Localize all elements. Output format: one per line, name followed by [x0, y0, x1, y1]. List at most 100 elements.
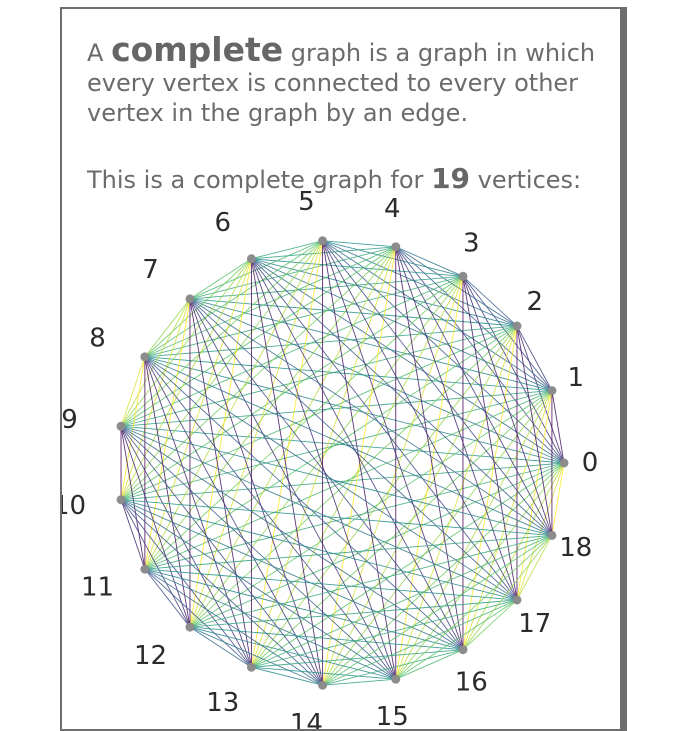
edge-8-18: [144, 356, 553, 536]
edge-4-12: [189, 246, 397, 628]
edge-17-18: [516, 535, 553, 601]
edge-3-15: [395, 276, 464, 680]
vertex-16: [458, 645, 468, 655]
vertex-label-8: 8: [89, 323, 106, 353]
edge-0-11: [144, 462, 565, 570]
edge-11-14: [144, 568, 323, 686]
edge-5-17: [322, 240, 518, 601]
edge-1-13: [251, 390, 553, 668]
vertex-label-15: 15: [376, 702, 409, 731]
edge-5-18: [322, 240, 553, 536]
edge-7-11: [144, 298, 191, 570]
edge-3-5: [322, 240, 464, 277]
edge-5-9: [120, 240, 323, 427]
edge-4-5: [322, 240, 396, 248]
edge-2-5: [322, 240, 518, 327]
edge-3-6: [251, 258, 464, 277]
vertex-label-2: 2: [526, 287, 543, 317]
edge-6-18: [251, 258, 553, 536]
edge-3-8: [144, 275, 464, 358]
edge-4-18: [395, 246, 553, 536]
edge-6-11: [144, 258, 252, 570]
edge-7-10: [120, 298, 191, 500]
edge-10-14: [120, 499, 323, 686]
vertex-count: 19: [431, 162, 471, 195]
edge-10-13: [120, 499, 252, 668]
edge-7-8: [144, 298, 191, 358]
vertex-14: [318, 680, 328, 690]
edge-6-10: [120, 258, 252, 500]
edge-9-15: [120, 425, 397, 680]
edge-10-15: [120, 499, 396, 680]
edge-1-4: [395, 246, 553, 391]
edge-1-12: [189, 390, 553, 628]
edge-3-17: [462, 276, 518, 601]
edge-1-8: [144, 356, 552, 392]
edge-15-18: [395, 535, 553, 680]
edge-6-16: [251, 258, 464, 650]
edge-5-7: [189, 240, 323, 300]
edge-4-10: [120, 246, 397, 501]
edge-6-8: [144, 258, 252, 358]
edge-13-17: [251, 599, 518, 668]
edge-1-5: [322, 240, 553, 391]
edge-9-13: [120, 426, 252, 668]
edge-4-16: [395, 246, 464, 650]
edge-11-12: [144, 568, 191, 628]
edge-16-18: [462, 535, 553, 650]
edge-13-14: [251, 666, 323, 686]
edge-0-10: [121, 462, 565, 501]
intro-suffix: graph is a graph in which every vertex i…: [87, 39, 596, 127]
vertex-label-16: 16: [455, 667, 488, 697]
edge-1-16: [462, 390, 553, 650]
complete-term: complete: [111, 30, 284, 69]
edge-3-12: [189, 276, 464, 628]
edge-0-17: [516, 462, 565, 601]
edge-4-6: [251, 246, 396, 260]
edge-4-9: [120, 246, 396, 427]
edge-3-9: [120, 275, 464, 427]
vertex-label-4: 4: [384, 194, 401, 224]
edge-1-14: [322, 390, 553, 686]
edge-0-2: [516, 325, 565, 464]
vertex-label-17: 17: [518, 609, 551, 639]
edge-1-15: [395, 390, 553, 680]
edge-4-13: [250, 246, 397, 668]
edge-15-16: [395, 649, 464, 680]
edge-4-8: [144, 246, 396, 358]
vertex-layer: [116, 236, 569, 690]
edge-10-16: [120, 499, 464, 651]
edge-9-14: [120, 426, 323, 686]
edge-4-14: [322, 246, 397, 686]
edge-13-15: [251, 666, 396, 680]
edge-11-15: [144, 568, 396, 680]
edge-10-17: [120, 499, 518, 601]
vertex-count-line: This is a complete graph for 19 vertices…: [87, 164, 607, 195]
vertex-label-18: 18: [559, 533, 592, 563]
vertex-3: [458, 271, 468, 281]
edge-8-10: [120, 356, 146, 500]
edge-14-17: [322, 599, 518, 686]
edge-4-7: [189, 246, 396, 300]
vertex-15: [391, 674, 401, 684]
edge-9-16: [120, 425, 464, 651]
edge-1-17: [516, 390, 553, 601]
edge-8-15: [144, 356, 397, 680]
vertex-7: [185, 294, 195, 304]
edge-3-11: [144, 275, 464, 570]
edge-7-13: [189, 298, 252, 668]
edge-11-18: [144, 534, 552, 570]
edge-2-13: [251, 325, 518, 668]
vertex-0: [559, 458, 569, 468]
intro-prefix: A: [87, 39, 104, 67]
vertex-2: [512, 321, 522, 331]
edge-layer: [120, 240, 565, 686]
vertex-label-12: 12: [134, 641, 167, 671]
edge-12-13: [189, 626, 252, 668]
vertex-17: [512, 595, 522, 605]
edge-12-15: [189, 626, 396, 680]
edge-13-18: [251, 534, 553, 668]
edge-2-14: [322, 325, 518, 686]
